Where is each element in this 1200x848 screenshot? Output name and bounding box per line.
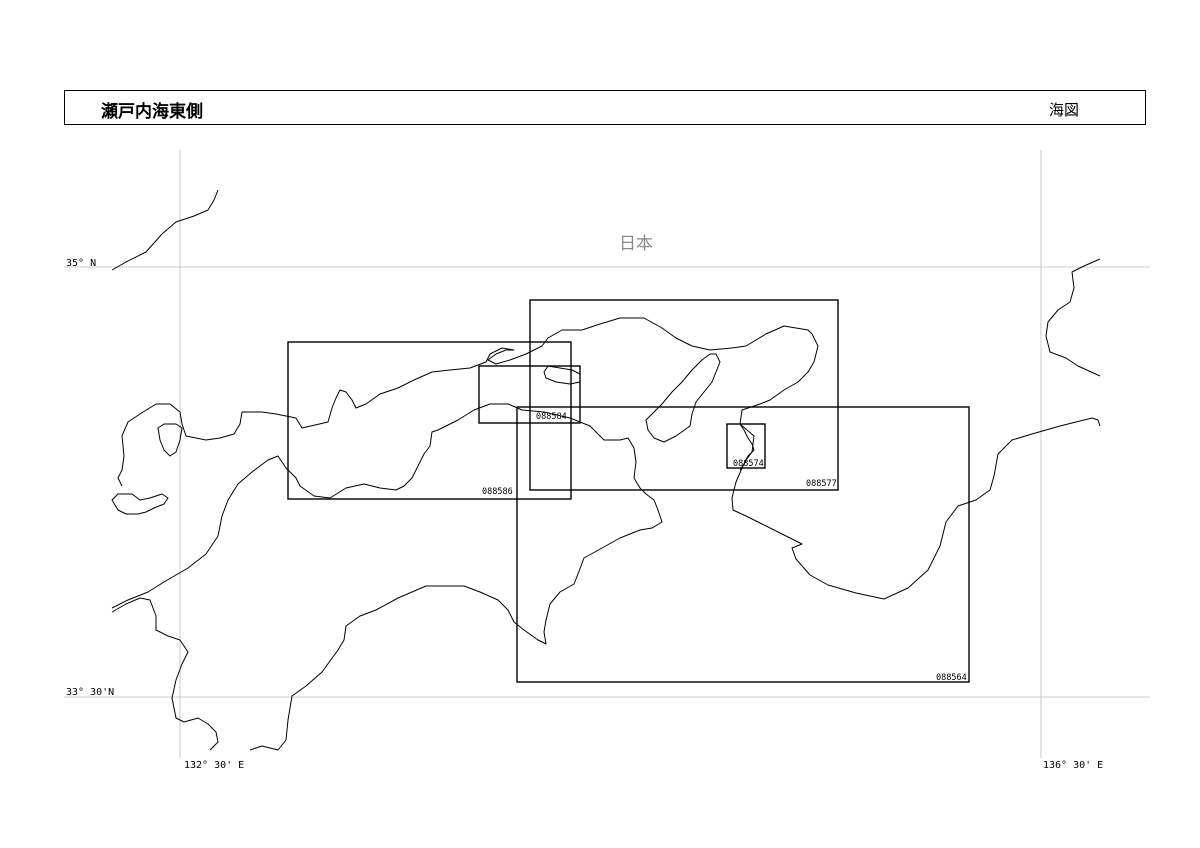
map-type-label: 海図 [1048,101,1079,119]
chart-088586-extent[interactable] [287,341,572,500]
coast-small-island-2 [157,423,183,457]
coast-small-island-3 [111,493,169,515]
lat-label-33-30n: 33° 30'N [66,687,114,698]
chart-label-088564: 088564 [936,673,967,683]
coast-honshu [111,189,1101,600]
map-header: 瀬戸内海東側 海図 [64,90,1146,125]
chart-088584-extent[interactable] [478,365,581,424]
coastlines [111,189,1101,751]
coordinate-labels: 35° N 33° 30'N 132° 30' E 136° 30' E [66,258,1103,771]
coast-small-island-1 [543,365,581,385]
chart-088564-extent[interactable] [516,406,970,683]
chart-label-088584: 088584 [536,412,567,422]
map-title: 瀬戸内海東側 [101,102,203,122]
lon-label-132-30e: 132° 30' E [184,760,244,771]
graticule [64,150,1150,758]
chart-labels: 088586 088577 088564 088584 088574 [482,412,967,683]
country-label-japan: 日本 [619,234,653,254]
chart-label-088577: 088577 [806,479,837,489]
coast-shodoshima [645,353,721,443]
chart-088574-extent[interactable] [726,423,766,469]
chart-088577-extent[interactable] [529,299,839,491]
coast-shikoku [111,403,663,751]
lat-label-35n: 35° N [66,258,96,269]
chart-coverage [287,299,970,683]
lon-label-136-30e: 136° 30' E [1043,760,1103,771]
coast-awaji [739,423,755,471]
chart-label-088586: 088586 [482,487,513,497]
chart-label-088574: 088574 [733,459,764,469]
